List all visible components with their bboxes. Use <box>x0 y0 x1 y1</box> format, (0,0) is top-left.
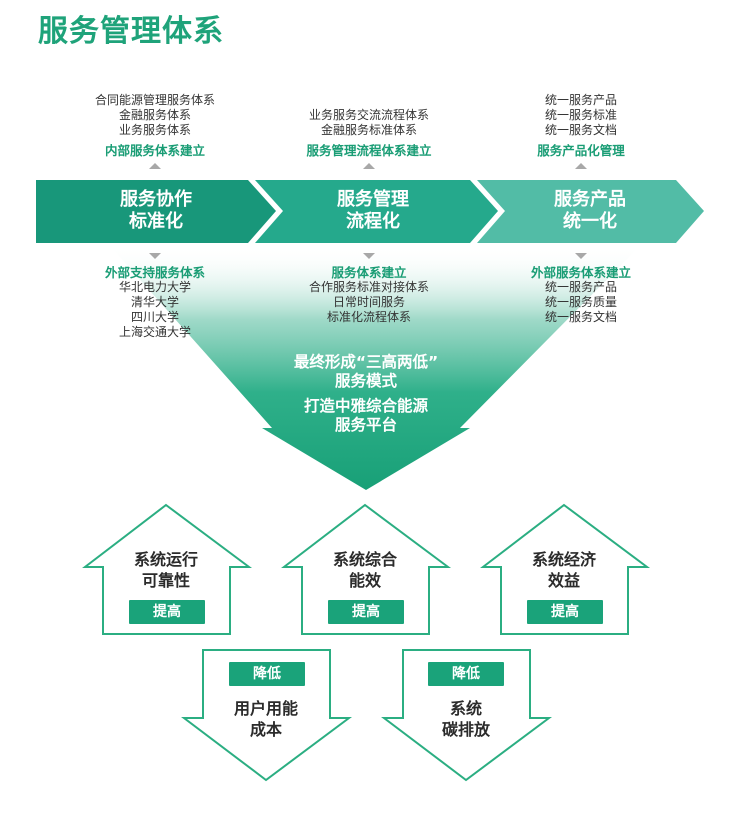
stage-1-below-item: 清华大学 <box>130 295 179 309</box>
stage-3-above-item: 统一服务产品 <box>544 93 617 107</box>
stage-3-below-item: 统一服务文档 <box>544 310 617 324</box>
stage-3-above-heading: 服务产品化管理 <box>537 143 625 158</box>
stage-1-below-item: 四川大学 <box>130 310 179 324</box>
stage-1-label-line: 标准化 <box>129 211 183 232</box>
stage-1-label: 服务协作 标准化 <box>86 189 226 233</box>
stage-1-below-item: 华北电力大学 <box>118 280 191 294</box>
down-arrow-1-line: 成本 <box>249 720 282 739</box>
stage-3-label: 服务产品 统一化 <box>520 189 660 233</box>
stage-1-above: 合同能源管理服务体系 金融服务体系 业务服务体系 内部服务体系建立 <box>60 93 250 158</box>
stage-3-above: 统一服务产品 统一服务标准 统一服务文档 服务产品化管理 <box>491 93 671 158</box>
stage-3-below-item: 统一服务产品 <box>544 280 617 294</box>
stage-2-label: 服务管理 流程化 <box>303 189 443 233</box>
stage-1-label-line: 服务协作 <box>120 189 192 210</box>
down-arrow-1-badge: 降低 <box>229 662 305 686</box>
stage-2-below-item: 日常时间服务 <box>332 295 405 309</box>
up-arrow-2-line: 能效 <box>348 571 381 590</box>
stage-2-label-line: 服务管理 <box>337 189 409 210</box>
up-arrow-3-badge: 提高 <box>527 600 603 624</box>
stage-2-above-heading: 服务管理流程体系建立 <box>306 143 432 158</box>
marker-up-2 <box>363 163 375 169</box>
up-arrow-1-text: 系统运行 可靠性 <box>106 549 226 591</box>
funnel-text: 最终形成“三高两低” 服务模式 打造中雅综合能源 服务平台 <box>246 353 486 435</box>
stage-2-below-item: 合作服务标准对接体系 <box>308 280 429 294</box>
stage-chevron-1 <box>36 180 276 243</box>
up-arrow-2-line: 系统综合 <box>332 550 397 569</box>
up-arrow-2 <box>281 503 452 635</box>
down-arrow-1-line: 用户用能 <box>233 699 298 718</box>
down-arrow-1 <box>181 649 353 782</box>
funnel-line-3: 打造中雅综合能源 <box>303 397 428 415</box>
stage-3-below-item: 统一服务质量 <box>544 295 617 309</box>
up-arrow-2-text: 系统综合 能效 <box>305 549 425 591</box>
down-arrow-2-line: 系统 <box>449 699 482 718</box>
stage-2-above-item: 金融服务标准体系 <box>320 123 417 137</box>
marker-up-1 <box>149 163 161 169</box>
up-arrow-3 <box>480 503 651 635</box>
up-arrow-3-line: 效益 <box>547 571 580 590</box>
funnel-shape <box>110 246 640 490</box>
marker-down-2 <box>363 253 375 259</box>
stage-3-below: 外部服务体系建立 统一服务产品 统一服务质量 统一服务文档 <box>496 265 666 325</box>
funnel-line-4: 服务平台 <box>334 416 397 434</box>
up-arrow-1-badge: 提高 <box>129 600 205 624</box>
down-arrow-2-text: 系统 碳排放 <box>406 698 526 740</box>
up-arrow-1-line: 系统运行 <box>133 550 198 569</box>
down-arrow-2-line: 碳排放 <box>441 720 490 739</box>
marker-down-1 <box>149 253 161 259</box>
stage-2-below-item: 标准化流程体系 <box>326 310 411 324</box>
stage-3-below-heading: 外部服务体系建立 <box>530 265 631 280</box>
stage-1-above-heading: 内部服务体系建立 <box>104 143 205 158</box>
down-arrow-1-text: 用户用能 成本 <box>206 698 326 740</box>
down-arrow-2-badge: 降低 <box>428 662 504 686</box>
up-arrow-1 <box>82 503 253 635</box>
stage-2-below: 服务体系建立 合作服务标准对接体系 日常时间服务 标准化流程体系 <box>279 265 459 325</box>
page-title: 服务管理体系 <box>38 14 224 49</box>
up-arrow-2-badge: 提高 <box>328 600 404 624</box>
funnel-line-1: 最终形成“三高两低” <box>293 353 439 371</box>
up-arrow-1-line: 可靠性 <box>141 571 190 590</box>
stage-chevron-3 <box>477 180 704 243</box>
stage-1-below: 外部支持服务体系 华北电力大学 清华大学 四川大学 上海交通大学 <box>70 265 240 340</box>
stage-1-above-item: 合同能源管理服务体系 <box>94 93 215 107</box>
marker-down-3 <box>575 253 587 259</box>
funnel-line-2: 服务模式 <box>334 372 397 390</box>
stage-1-below-heading: 外部支持服务体系 <box>104 265 205 280</box>
stage-2-above: 业务服务交流流程体系 金融服务标准体系 服务管理流程体系建立 <box>269 108 469 158</box>
stage-3-above-item: 统一服务文档 <box>544 123 617 137</box>
stage-1-above-item: 金融服务体系 <box>118 108 191 122</box>
stage-1-above-item: 业务服务体系 <box>118 123 191 137</box>
up-arrow-3-line: 系统经济 <box>531 550 596 569</box>
stage-2-label-line: 流程化 <box>346 211 400 232</box>
marker-up-3 <box>575 163 587 169</box>
stage-1-below-item: 上海交通大学 <box>118 325 191 339</box>
stage-2-above-item: 业务服务交流流程体系 <box>308 108 429 122</box>
stage-3-label-line: 服务产品 <box>554 189 626 210</box>
down-arrow-2 <box>381 649 553 782</box>
stage-3-label-line: 统一化 <box>563 211 617 232</box>
up-arrow-3-text: 系统经济 效益 <box>504 549 624 591</box>
stage-2-below-heading: 服务体系建立 <box>331 265 407 280</box>
stage-chevron-2 <box>255 180 498 243</box>
stage-3-above-item: 统一服务标准 <box>544 108 617 122</box>
